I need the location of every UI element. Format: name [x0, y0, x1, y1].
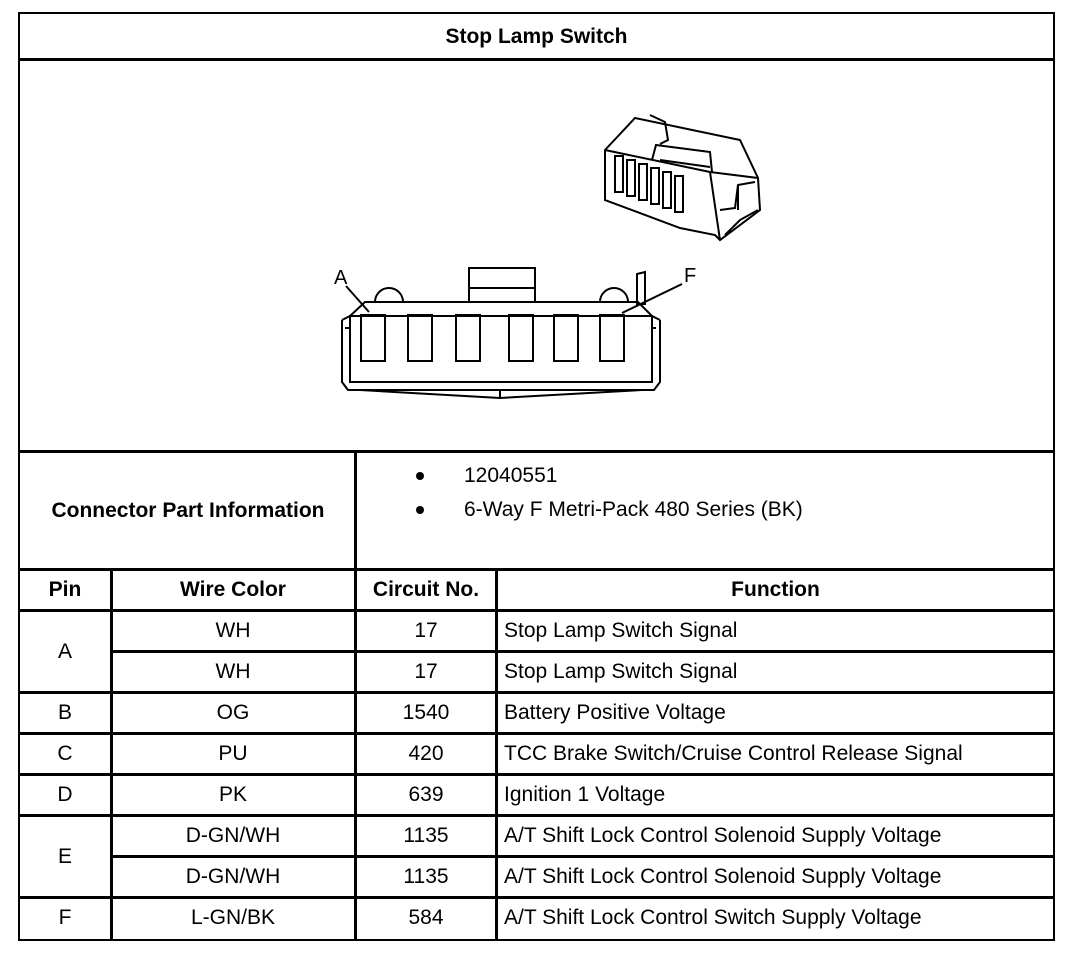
callout-f-leader	[621, 283, 683, 314]
wire-color-cell: L-GN/BK	[190, 906, 276, 929]
connector-iso-view	[604, 114, 762, 242]
circuit-number-cell: 17	[414, 619, 438, 642]
divider	[20, 896, 1053, 899]
function-cell: A/T Shift Lock Control Solenoid Supply V…	[504, 865, 942, 888]
divider	[354, 569, 357, 940]
callout-f-label: F	[684, 265, 696, 287]
function-cell: TCC Brake Switch/Cruise Control Release …	[504, 742, 963, 765]
bullet-icon	[416, 472, 424, 480]
part-number: 12040551	[464, 464, 558, 487]
function-cell: Stop Lamp Switch Signal	[504, 619, 738, 642]
wire-color-cell: PU	[218, 742, 248, 765]
page-title: Stop Lamp Switch	[445, 25, 628, 48]
divider	[20, 568, 1053, 571]
function-cell: A/T Shift Lock Control Switch Supply Vol…	[504, 906, 922, 929]
divider	[110, 569, 113, 940]
divider	[354, 453, 357, 569]
pin-cell: D	[57, 783, 73, 806]
divider	[20, 58, 1053, 61]
bullet-icon	[416, 506, 424, 514]
divider	[20, 773, 1053, 776]
wire-color-cell: PK	[218, 783, 247, 806]
connector-info-list: 12040551 6-Way F Metri-Pack 480 Series (…	[356, 454, 1053, 568]
connector-front-view	[341, 267, 661, 400]
wire-color-cell: D-GN/WH	[185, 865, 281, 888]
wire-color-cell: D-GN/WH	[185, 824, 281, 847]
divider	[20, 691, 1053, 694]
connector-description: 6-Way F Metri-Pack 480 Series (BK)	[464, 498, 803, 521]
function-cell: Ignition 1 Voltage	[504, 783, 666, 806]
header-pin: Pin	[48, 578, 82, 601]
header-wire-color: Wire Color	[180, 578, 286, 601]
header-function: Function	[731, 578, 820, 601]
pin-cell: F	[58, 906, 72, 929]
wire-color-cell: WH	[215, 660, 251, 683]
wire-color-cell: WH	[215, 619, 251, 642]
circuit-number-cell: 639	[408, 783, 444, 806]
function-cell: Stop Lamp Switch Signal	[504, 660, 738, 683]
function-cell: Battery Positive Voltage	[504, 701, 726, 724]
connector-figure: A F	[20, 60, 1053, 450]
connector-info-item: 6-Way F Metri-Pack 480 Series (BK)	[416, 498, 803, 522]
divider	[20, 732, 1053, 735]
function-cell: A/T Shift Lock Control Solenoid Supply V…	[504, 824, 942, 847]
divider	[20, 609, 1053, 612]
circuit-number-cell: 17	[414, 660, 438, 683]
connector-illustration: A F	[334, 114, 762, 400]
connector-sheet: Stop Lamp Switch	[18, 12, 1055, 941]
callout-a-label: A	[334, 267, 348, 289]
wire-color-cell: OG	[216, 701, 250, 724]
pin-cell: A	[57, 639, 72, 663]
divider	[113, 855, 1053, 858]
pin-cell: E	[57, 844, 72, 868]
circuit-number-cell: 1135	[403, 865, 449, 888]
circuit-number-cell: 420	[408, 742, 444, 765]
circuit-number-cell: 584	[408, 906, 444, 929]
circuit-number-cell: 1540	[402, 701, 450, 724]
pin-cell: C	[57, 742, 73, 765]
divider	[113, 650, 1053, 653]
connector-info-label: Connector Part Information	[51, 499, 325, 522]
connector-info-item: 12040551	[416, 464, 557, 488]
divider	[20, 814, 1053, 817]
header-circuit-no: Circuit No.	[372, 578, 480, 601]
callout-a-leader	[345, 285, 370, 313]
pin-cell: B	[57, 701, 72, 724]
divider	[495, 569, 498, 940]
circuit-number-cell: 1135	[403, 824, 449, 847]
divider	[20, 450, 1053, 453]
